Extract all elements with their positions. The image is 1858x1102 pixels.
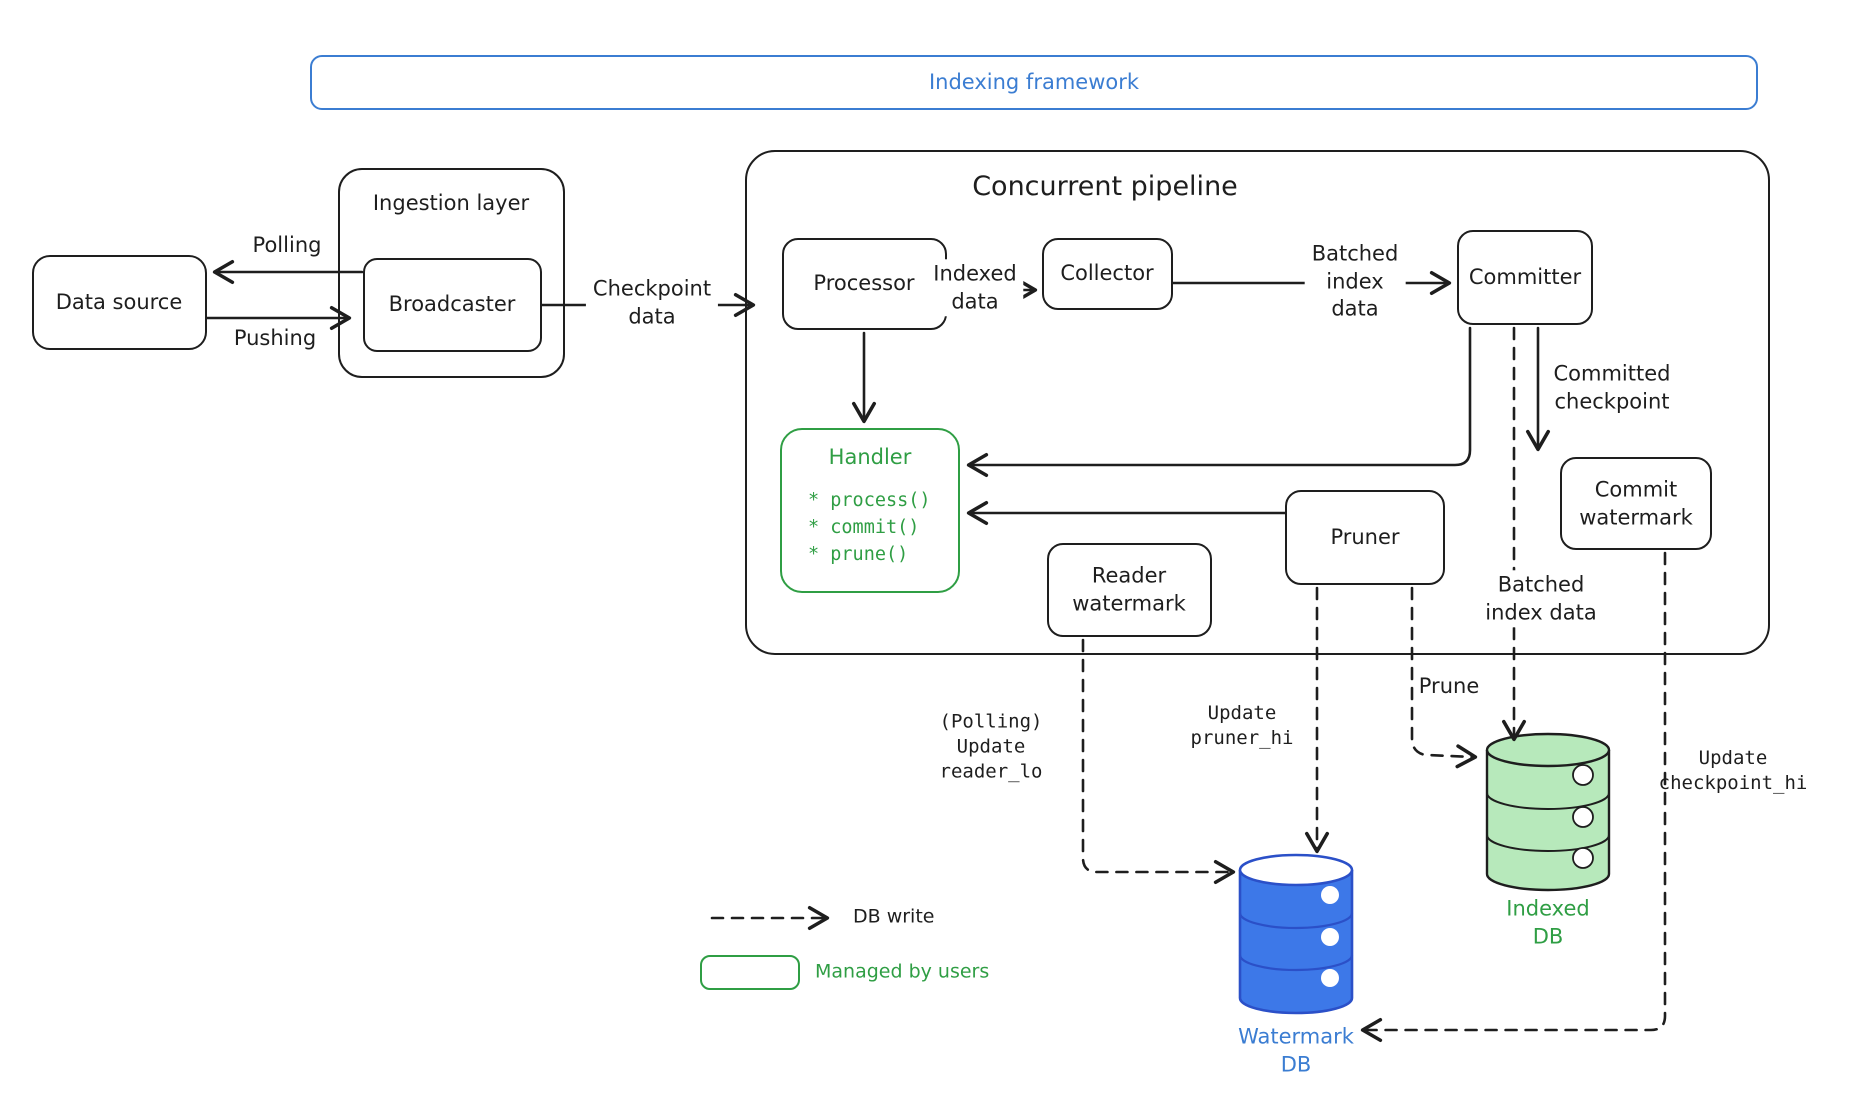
batched-index-data-bottom-label: Batched index data <box>1478 570 1604 628</box>
reader-watermark-label: Reader watermark <box>1072 563 1186 615</box>
commit-watermark-box <box>1560 457 1712 550</box>
handler-method-commit: * commit() <box>808 517 920 538</box>
broadcaster-box <box>363 258 542 352</box>
batched-index-data-top-label: Batched index data <box>1304 239 1406 325</box>
arrow-update-reader-lo <box>1081 638 1236 884</box>
update-reader-lo-label: (Polling) Update reader_lo <box>939 710 1043 783</box>
watermark-db-cylinder <box>1238 853 1354 1015</box>
indexed-db-label: Indexed DB <box>1506 896 1590 948</box>
pushing-label: Pushing <box>233 326 317 351</box>
committer-label: Committer <box>1468 265 1582 290</box>
handler-box <box>780 428 960 593</box>
indexed-db-cylinder <box>1485 732 1611 892</box>
indexing-framework-title: Indexing framework <box>928 70 1140 95</box>
prune-label: Prune <box>1418 674 1480 699</box>
collector-box <box>1042 238 1173 310</box>
arrow-update-checkpoint-hi <box>1360 551 1667 1042</box>
handler-title: Handler <box>828 445 912 470</box>
handler-method-prune: * prune() <box>808 544 909 565</box>
broadcaster-label: Broadcaster <box>388 292 516 317</box>
arrow-committer-to-handler <box>966 326 1472 477</box>
data-source-label: Data source <box>55 290 183 315</box>
legend-db-write-label: DB write <box>853 905 935 928</box>
handler-method-process: * process() <box>808 490 931 511</box>
update-checkpoint-hi-label: Update checkpoint_hi <box>1658 746 1808 794</box>
polling-label: Polling <box>252 233 322 258</box>
data-source-box <box>32 255 207 350</box>
legend-managed-box <box>700 955 800 990</box>
indexed-data-label: Indexed data <box>926 259 1024 317</box>
reader-watermark-box <box>1047 543 1212 637</box>
pruner-label: Pruner <box>1330 525 1400 550</box>
update-pruner-hi-label: Update pruner_hi <box>1190 701 1294 749</box>
processor-box <box>782 238 947 330</box>
collector-label: Collector <box>1060 261 1154 286</box>
ingestion-layer-label: Ingestion layer <box>372 191 530 216</box>
committed-checkpoint-label: Committed checkpoint <box>1553 361 1671 413</box>
indexing-framework-box <box>310 55 1758 110</box>
arrow-prune <box>1410 586 1478 769</box>
processor-label: Processor <box>813 271 915 296</box>
concurrent-pipeline-title: Concurrent pipeline <box>972 171 1238 203</box>
handler-methods: * process() * commit() * prune() <box>808 487 931 568</box>
pruner-box <box>1285 490 1445 585</box>
commit-watermark-label: Commit watermark <box>1579 477 1693 529</box>
checkpoint-data-label: Checkpoint data <box>585 274 719 332</box>
committer-box <box>1457 230 1593 325</box>
legend-managed-label: Managed by users <box>815 960 990 983</box>
watermark-db-label: Watermark DB <box>1238 1024 1354 1076</box>
